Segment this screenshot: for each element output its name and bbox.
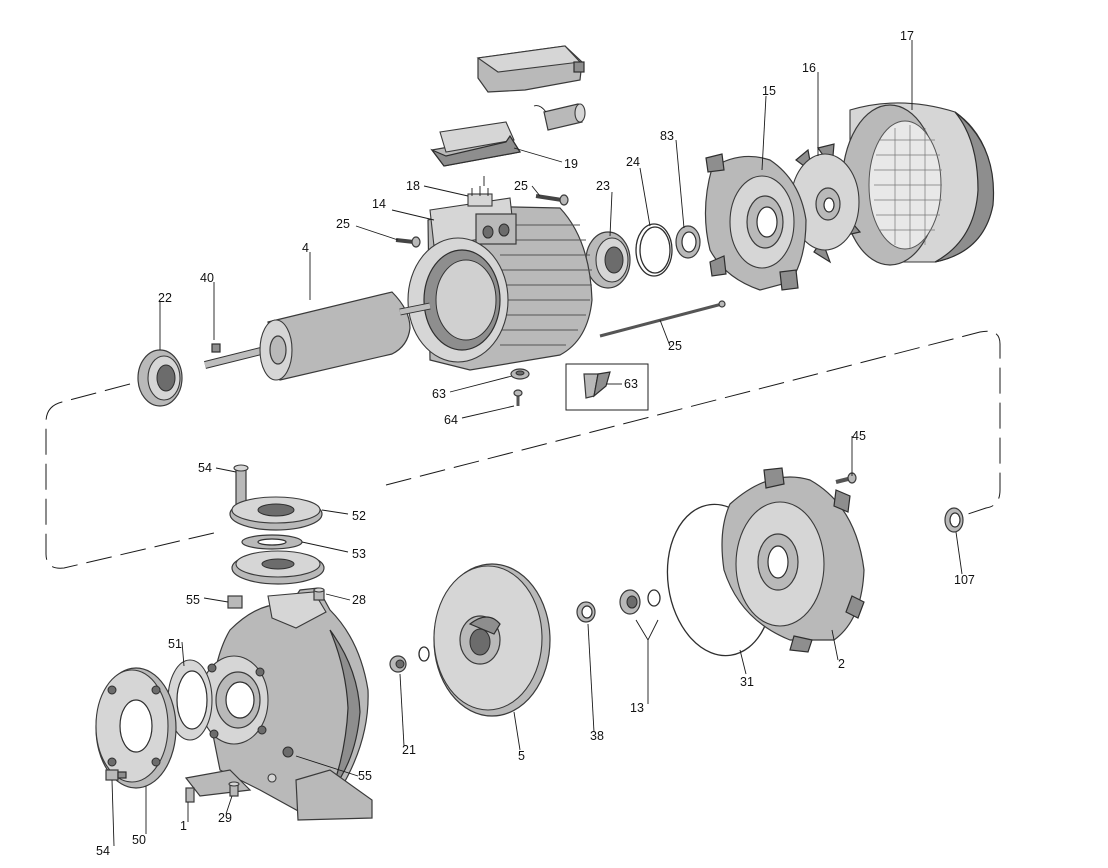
seal-housing (721, 467, 865, 653)
terminal-block (467, 176, 493, 207)
callout-18: 18 (406, 179, 420, 193)
gasket-discharge (241, 534, 303, 550)
motor-housing (407, 197, 593, 371)
bolt-left (395, 236, 421, 248)
callout-52: 52 (352, 509, 366, 523)
callout-63-detail: 63 (624, 377, 638, 391)
callout-2: 2 (838, 657, 845, 671)
foot-screw (228, 781, 240, 797)
spacer (510, 368, 530, 380)
callout-29: 29 (218, 811, 232, 825)
capacitor (533, 103, 586, 131)
callout-17: 17 (900, 29, 914, 43)
callout-19: 19 (564, 157, 578, 171)
callout-31: 31 (740, 675, 754, 689)
wear-ring (576, 601, 596, 623)
callout-14: 14 (372, 197, 386, 211)
callout-55-casing: 55 (358, 769, 372, 783)
drain-plug (313, 587, 325, 601)
callout-64: 64 (444, 413, 458, 427)
counter-flange-discharge (229, 496, 323, 531)
callout-22: 22 (158, 291, 172, 305)
flange-bolt-bottom (105, 769, 127, 781)
callout-28: 28 (352, 593, 366, 607)
assembly-dashed-path (45, 330, 1001, 569)
discharge-flange (231, 550, 325, 585)
v-ring (944, 507, 964, 533)
terminal-box-lid (476, 45, 585, 93)
flange-bolt-top (233, 464, 249, 507)
callout-16: 16 (802, 61, 816, 75)
bearing-cover-ring (675, 225, 701, 259)
callout-24: 24 (626, 155, 640, 169)
rear-end-shield (704, 153, 807, 291)
adapter-bolt (835, 472, 857, 484)
counter-flange-suction (95, 667, 177, 789)
front-bearing (137, 349, 183, 407)
callout-13: 13 (630, 701, 644, 715)
callout-25-left: 25 (336, 217, 350, 231)
callout-107: 107 (954, 573, 975, 587)
terminal-box (430, 121, 521, 167)
rotor-shaft (204, 291, 431, 381)
rear-bearing (585, 231, 631, 289)
callout-5: 5 (518, 749, 525, 763)
detail-box-clip (565, 363, 649, 411)
callout-15: 15 (762, 84, 776, 98)
callout-54-top: 54 (198, 461, 212, 475)
callout-50: 50 (132, 833, 146, 847)
callout-55-nut: 55 (186, 593, 200, 607)
callout-83: 83 (660, 129, 674, 143)
pump-casing (184, 587, 373, 821)
leader-lines (111, 40, 963, 847)
callout-1: 1 (180, 819, 187, 833)
callout-40: 40 (200, 271, 214, 285)
callout-45: 45 (852, 429, 866, 443)
bolt-top (535, 194, 569, 206)
callout-25-rod: 25 (668, 339, 682, 353)
callout-21: 21 (402, 743, 416, 757)
callout-38: 38 (590, 729, 604, 743)
gasket-suction (167, 659, 213, 741)
callout-23: 23 (596, 179, 610, 193)
foot-pin (185, 787, 195, 803)
screw (513, 389, 523, 406)
callout-25-top: 25 (514, 179, 528, 193)
impeller (433, 563, 551, 717)
tie-rod (599, 300, 726, 338)
callout-51: 51 (168, 637, 182, 651)
callout-63-spacer: 63 (432, 387, 446, 401)
callout-4: 4 (302, 241, 309, 255)
fan-cover (841, 102, 995, 266)
callout-labels: 17 16 15 83 24 23 19 18 25 14 25 4 40 22… (96, 29, 975, 858)
fan-cover-grille (874, 125, 942, 248)
impeller-nut (389, 646, 430, 673)
fan (790, 143, 862, 264)
callout-54-bottom: 54 (96, 844, 110, 858)
mechanical-seal (619, 589, 661, 615)
callout-53: 53 (352, 547, 366, 561)
wave-washer (635, 223, 673, 277)
nut (227, 595, 243, 609)
